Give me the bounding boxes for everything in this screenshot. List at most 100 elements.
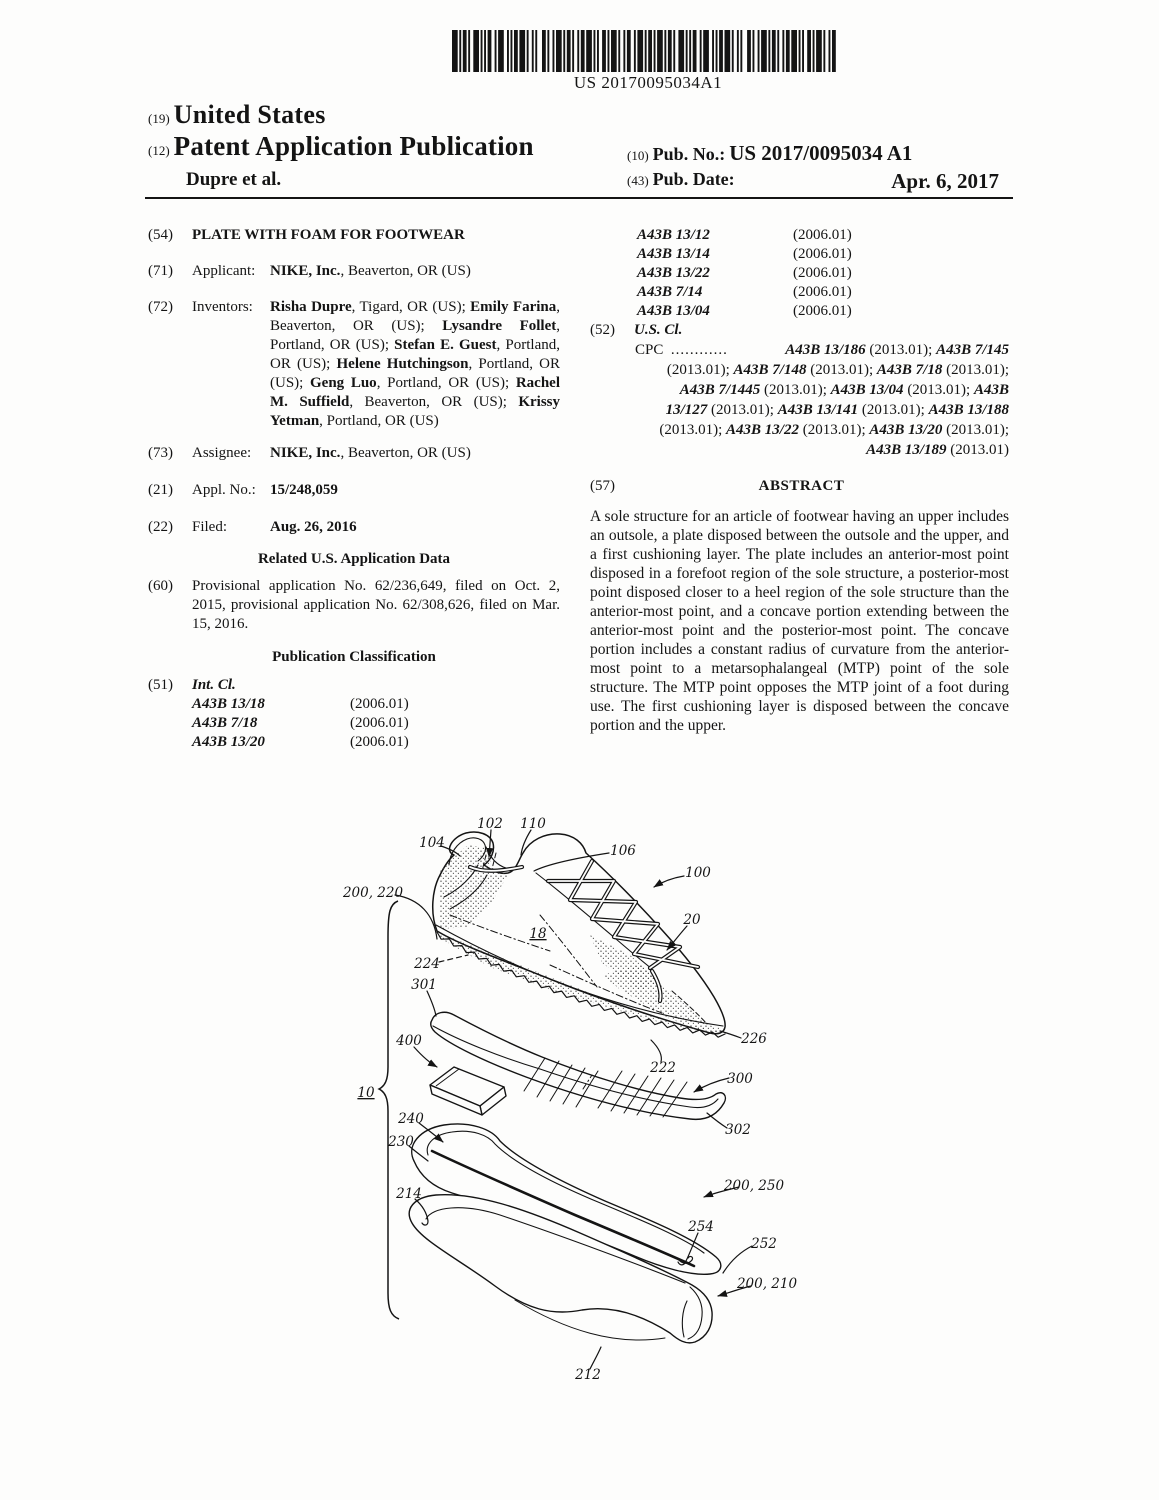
leader-lines	[394, 829, 753, 1370]
abstract-text: A sole structure for an article of footw…	[590, 508, 1009, 734]
figure-label-102: 102	[477, 816, 503, 832]
header-kind: (12) Patent Application Publication	[148, 131, 534, 162]
barcode-image	[452, 30, 836, 72]
cpc-codes: A43B 13/186 (2013.01); A43B 7/145 (2013.…	[659, 342, 1009, 458]
kind-code: (12)	[148, 143, 170, 158]
assignee-label: Assignee:	[192, 445, 252, 461]
figure-label-226: 226	[740, 1031, 767, 1047]
foam-block	[429, 1066, 507, 1116]
int-cl-row: (51) Int. Cl.	[148, 676, 560, 695]
int-cl-entry: A43B 13/04(2006.01)	[637, 303, 852, 319]
header-authors: Dupre et al.	[186, 169, 282, 190]
filed-value: Aug. 26, 2016	[270, 519, 357, 535]
figure-label-222: 222	[649, 1060, 676, 1076]
figure-label-100: 100	[685, 865, 711, 881]
int-cl-entry: A43B 7/14(2006.01)	[637, 284, 852, 300]
int-cl-entry: A43B 13/20(2006.01)	[192, 734, 409, 750]
applicant-code: (71)	[148, 263, 173, 279]
int-cl-entry: A43B 7/18(2006.01)	[192, 715, 409, 731]
figure-label-20: 20	[682, 912, 701, 928]
figure-label-212: 212	[574, 1367, 601, 1383]
shoe-laces	[467, 858, 701, 1004]
inventors-list: Risha Dupre, Tigard, OR (US); Emily Fari…	[270, 299, 561, 429]
country-name: United States	[173, 100, 326, 129]
header-pub-no: (10) Pub. No.: US 2017/0095034 A1	[627, 141, 999, 166]
filed-label: Filed:	[192, 519, 228, 535]
cpc-label: CPC ............	[635, 342, 728, 358]
figure-label-200-220: 200, 220	[342, 885, 404, 901]
related-data-row: (60) Provisional application No. 62/236,…	[148, 577, 560, 634]
figure-label-104: 104	[419, 835, 445, 851]
figure-label-254: 254	[687, 1219, 714, 1235]
filed-row: (22) Filed: Aug. 26, 2016	[148, 518, 560, 537]
figure-label-214: 214	[395, 1186, 422, 1202]
shoe-upper	[432, 831, 726, 1038]
figure-label-200-250: 200, 250	[723, 1178, 785, 1194]
int-cl-entry: A43B 13/22(2006.01)	[637, 265, 852, 281]
header-pub-date: (43) Pub. Date: Apr. 6, 2017	[627, 169, 999, 194]
abstract-code: (57)	[590, 478, 615, 494]
int-cl-list-left: A43B 13/18(2006.01) A43B 7/18(2006.01) A43…	[148, 695, 560, 752]
filed-code: (22)	[148, 519, 173, 535]
related-text: Provisional application No. 62/236,649, …	[192, 578, 560, 632]
title-row: (54) PLATE WITH FOAM FOR FOOTWEAR	[148, 226, 560, 245]
applicant-value: NIKE, Inc., Beaverton, OR (US)	[270, 263, 471, 279]
abstract-heading-row: (57) ABSTRACT	[590, 477, 1009, 496]
figure-label-110: 110	[520, 816, 546, 832]
pub-no-value: US 2017/0095034 A1	[729, 141, 913, 165]
figure-label-10: 10	[357, 1085, 375, 1101]
figure-label-302: 302	[725, 1122, 751, 1138]
publication-classification-heading: Publication Classification	[272, 649, 436, 665]
appl-no-label: Appl. No.:	[192, 482, 256, 498]
appl-no-code: (21)	[148, 482, 173, 498]
int-cl-entry: A43B 13/18(2006.01)	[192, 696, 409, 712]
figure-label-224: 224	[413, 956, 440, 972]
pub-date-code: (43)	[627, 173, 649, 188]
bibliographic-left-column: (54) PLATE WITH FOAM FOR FOOTWEAR (71) A…	[148, 226, 560, 752]
figure-label-400: 400	[395, 1033, 422, 1049]
figure-label-200-210: 200, 210	[736, 1276, 798, 1292]
cpc-classification: CPC ............A43B 13/186 (2013.01); A…	[635, 340, 1009, 460]
document-kind: Patent Application Publication	[173, 131, 534, 161]
int-cl-label: Int. Cl.	[192, 677, 236, 693]
figure-label-301: 301	[411, 977, 437, 993]
assignee-code: (73)	[148, 445, 173, 461]
header-country: (19) United States	[148, 100, 326, 130]
related-code: (60)	[148, 578, 173, 594]
assignee-value: NIKE, Inc., Beaverton, OR (US)	[270, 445, 471, 461]
figure-label-252: 252	[750, 1236, 777, 1252]
inventors-code: (72)	[148, 299, 173, 315]
appl-no-value: 15/248,059	[270, 482, 338, 498]
barcode-block: US 20170095034A1	[452, 30, 844, 93]
figure-label-106: 106	[610, 843, 636, 859]
pub-date-value: Apr. 6, 2017	[891, 169, 999, 193]
assignee-row: (73) Assignee: NIKE, Inc., Beaverton, OR…	[148, 444, 560, 463]
title-code: (54)	[148, 227, 173, 243]
outsole-layer	[408, 1193, 713, 1344]
int-cl-code: (51)	[148, 677, 173, 693]
country-code: (19)	[148, 111, 170, 126]
brace-10	[377, 900, 400, 1320]
applicant-label: Applicant:	[192, 263, 256, 279]
int-cl-entry: A43B 13/12(2006.01)	[637, 227, 852, 243]
figure-label-240: 240	[397, 1111, 424, 1127]
pub-no-label: Pub. No.:	[652, 144, 726, 164]
int-cl-list-right: A43B 13/12(2006.01) A43B 13/14(2006.01) A4…	[590, 226, 1009, 321]
us-cl-label: U.S. Cl.	[634, 322, 683, 338]
plate-layer	[430, 1011, 727, 1121]
barcode-text: US 20170095034A1	[573, 73, 723, 92]
us-cl-row: (52) U.S. Cl.	[590, 321, 1009, 340]
inventors-row: (72) Inventors: Risha Dupre, Tigard, OR …	[148, 298, 560, 431]
int-cl-entry: A43B 13/14(2006.01)	[637, 246, 852, 262]
abstract-heading: ABSTRACT	[758, 478, 845, 494]
invention-title: PLATE WITH FOAM FOR FOOTWEAR	[192, 227, 465, 243]
us-cl-code: (52)	[590, 322, 615, 338]
applicant-row: (71) Applicant: NIKE, Inc., Beaverton, O…	[148, 262, 560, 281]
pub-no-code: (10)	[627, 148, 649, 163]
appl-no-row: (21) Appl. No.: 15/248,059	[148, 481, 560, 500]
figure-label-300: 300	[727, 1071, 753, 1087]
bibliographic-right-column: A43B 13/12(2006.01) A43B 13/14(2006.01) A4…	[590, 226, 1009, 735]
